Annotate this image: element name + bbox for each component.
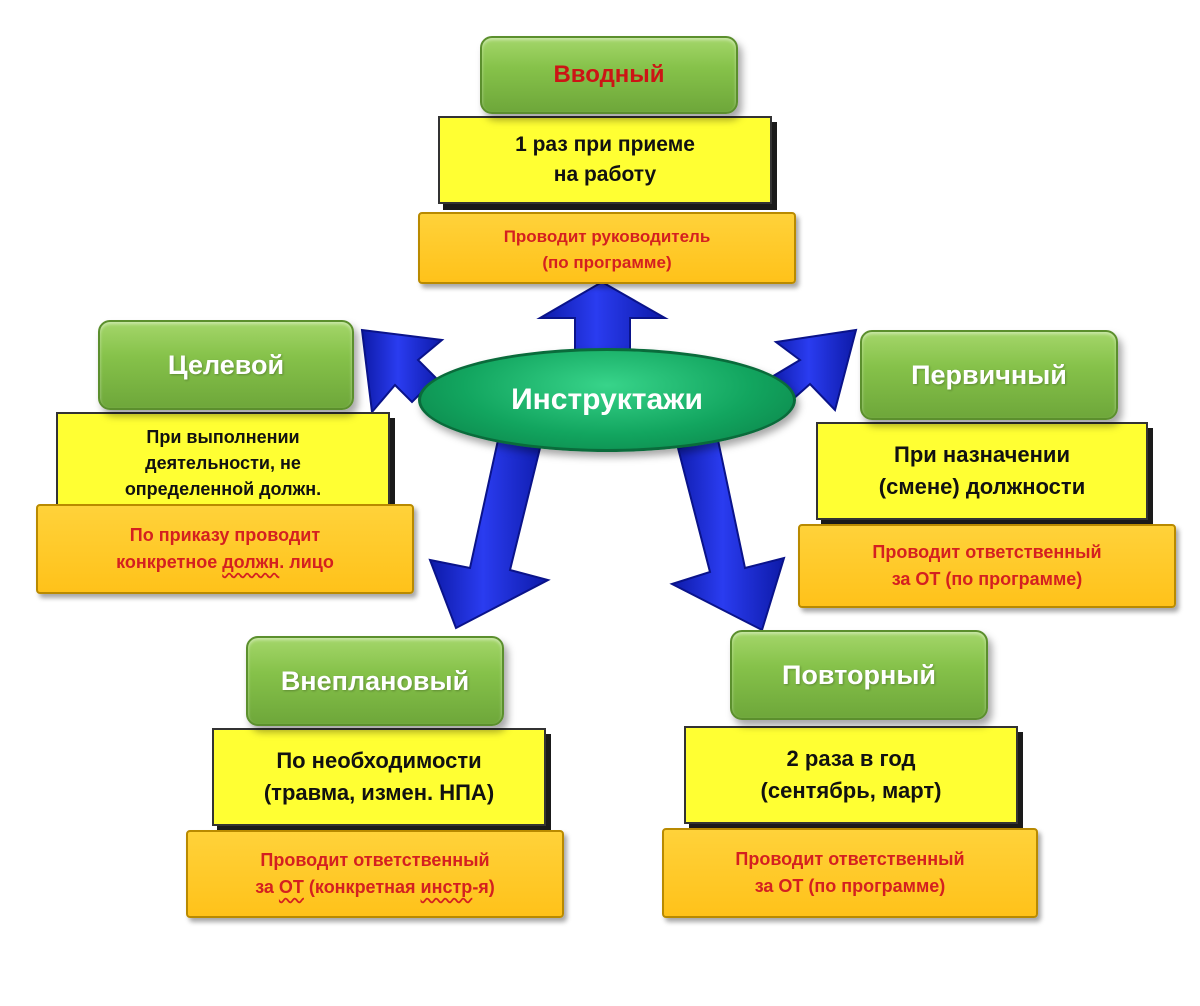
conductor-tselevoy-line2: конкретное должн. лицо (116, 552, 334, 572)
title-tselevoy: Целевой (98, 320, 354, 410)
conductor-tselevoy-line1: По приказу проводит (129, 525, 321, 545)
conductor-vvodny-line1: Проводит руководитель (503, 227, 711, 246)
center-oval: Инструктажи (418, 348, 796, 452)
title-vneplanovy-label: Внеплановый (280, 665, 470, 696)
conductor-povtorny: Проводит ответственный за ОТ (по програм… (662, 828, 1038, 918)
note-pervichny-line1: При назначении (894, 442, 1070, 468)
conductor-pervichny-line2: за ОТ (по программе) (891, 569, 1083, 589)
note-tselevoy: При выполнении деятельности, не определе… (56, 412, 390, 512)
note-vneplanovy: По необходимости (травма, измен. НПА) (212, 728, 546, 826)
conductor-povtorny-line2: за ОТ (по программе) (754, 876, 946, 896)
note-povtorny-line1: 2 раза в год (786, 746, 916, 772)
note-pervichny-line2: (смене) должности (878, 474, 1086, 499)
arrow-down-right-icon (669, 438, 786, 632)
title-povtorny-label: Повторный (782, 659, 936, 690)
arrow-down-left-icon (428, 438, 551, 630)
note-tselevoy-line2: деятельности, не (145, 453, 301, 474)
note-vneplanovy-line1: По необходимости (276, 748, 482, 774)
conductor-tselevoy: По приказу проводит конкретное должн. ли… (36, 504, 414, 594)
conductor-vneplanovy-line1: Проводит ответственный (260, 850, 490, 870)
note-povtorny-line2: (сентябрь, март) (760, 778, 942, 803)
title-tselevoy-label: Целевой (167, 349, 285, 380)
title-povtorny: Повторный (730, 630, 988, 720)
note-pervichny: При назначении (смене) должности (816, 422, 1148, 520)
title-vvodny-label: Вводный (553, 61, 665, 88)
conductor-pervichny: Проводит ответственный за ОТ (по програм… (798, 524, 1176, 608)
title-pervichny-label: Первичный (911, 359, 1067, 390)
note-vvodny: 1 раз при приеме на работу (438, 116, 772, 204)
note-vneplanovy-line2: (травма, измен. НПА) (263, 780, 495, 805)
note-tselevoy-line1: При выполнении (146, 427, 300, 447)
title-vvodny: Вводный (480, 36, 738, 114)
center-label: Инструктажи (511, 383, 703, 416)
conductor-pervichny-line1: Проводит ответственный (872, 542, 1102, 562)
title-pervichny: Первичный (860, 330, 1118, 420)
note-povtorny: 2 раза в год (сентябрь, март) (684, 726, 1018, 824)
arrow-up-icon (536, 280, 669, 351)
note-vvodny-line2: на работу (553, 163, 657, 186)
conductor-vvodny-line2: (по программе) (542, 252, 672, 272)
conductor-vneplanovy-line2: за ОТ (конкретная инстр-я) (255, 877, 495, 897)
note-tselevoy-line3: определенной должн. (124, 479, 322, 500)
conductor-vneplanovy: Проводит ответственный за ОТ (конкретная… (186, 830, 564, 918)
conductor-vvodny: Проводит руководитель (по программе) (418, 212, 796, 284)
title-vneplanovy: Внеплановый (246, 636, 504, 726)
conductor-povtorny-line1: Проводит ответственный (735, 849, 965, 869)
note-vvodny-line1: 1 раз при приеме (515, 132, 695, 156)
